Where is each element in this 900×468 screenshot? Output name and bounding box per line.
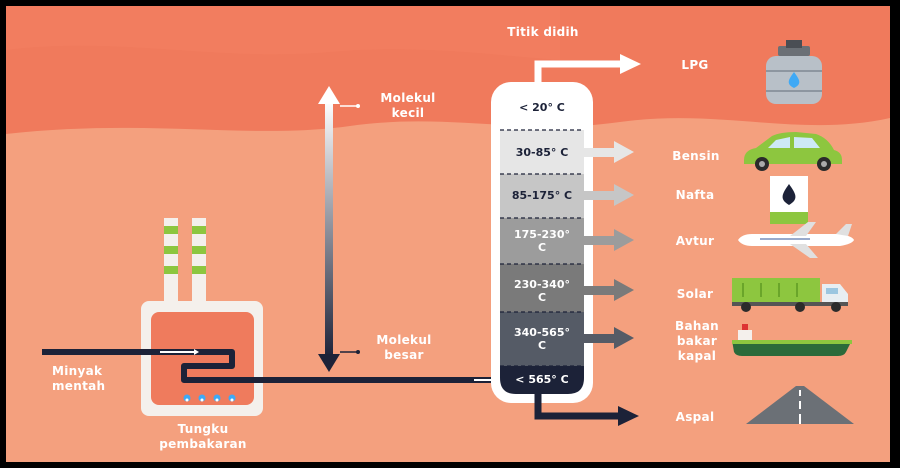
molecule-large-label: Molekul besar bbox=[376, 333, 432, 362]
product-solar: Solar bbox=[676, 287, 714, 301]
diagram-title: Titik didih bbox=[507, 25, 579, 39]
temp-solar: 230-340° C bbox=[514, 278, 570, 304]
temp-kapal: 340-565° C bbox=[514, 326, 570, 352]
product-lpg: LPG bbox=[681, 58, 709, 72]
furnace bbox=[42, 301, 496, 416]
furnace-label: Tungku pembakaran bbox=[159, 422, 247, 451]
burner-flames bbox=[183, 394, 236, 402]
gas-cylinder-icon bbox=[766, 40, 822, 104]
temp-aspal: < 565° C bbox=[515, 373, 569, 386]
airplane-icon bbox=[738, 222, 854, 258]
temp-lpg: < 20° C bbox=[519, 101, 565, 114]
car-icon bbox=[744, 132, 842, 171]
truck-icon bbox=[732, 278, 848, 312]
furnace-chimneys bbox=[164, 218, 206, 306]
product-aspal: Aspal bbox=[675, 410, 715, 424]
product-bensin: Bensin bbox=[672, 149, 720, 163]
output-arrows bbox=[534, 54, 641, 426]
temp-nafta: 85-175° C bbox=[511, 189, 573, 202]
product-avtur: Avtur bbox=[675, 234, 715, 248]
ship-icon bbox=[732, 324, 852, 356]
oil-drop-icon bbox=[770, 176, 808, 224]
distillation-column bbox=[491, 82, 593, 403]
road-icon bbox=[746, 386, 854, 424]
molecule-size-scale bbox=[318, 86, 360, 372]
crude-oil-label: Minyak mentah bbox=[52, 364, 106, 393]
molecule-small-label: Molekul kecil bbox=[380, 91, 436, 120]
product-bahan-bakar-kapal: Bahan bakar kapal bbox=[675, 319, 719, 363]
product-nafta: Nafta bbox=[675, 188, 715, 202]
temp-bensin: 30-85° C bbox=[515, 146, 569, 159]
temp-avtur: 175-230° C bbox=[514, 228, 570, 254]
